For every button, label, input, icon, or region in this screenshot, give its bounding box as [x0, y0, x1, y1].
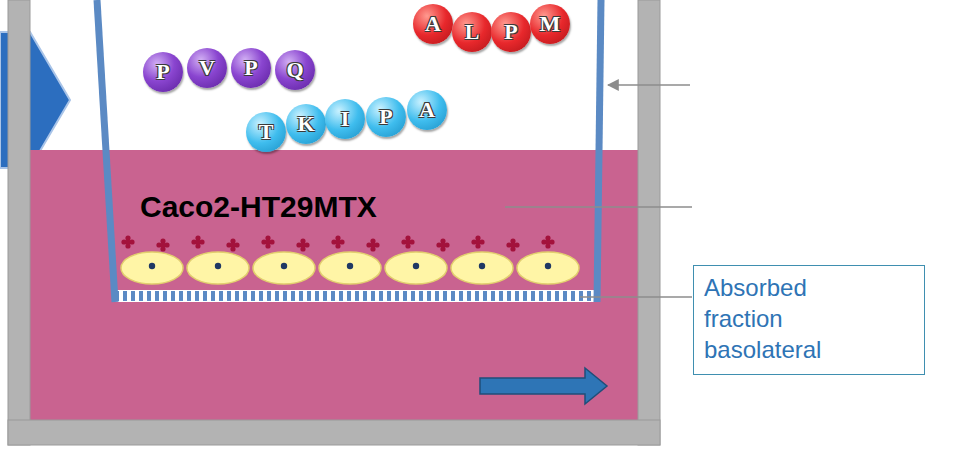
basolateral-medium [30, 150, 638, 420]
amino-acid-bead: M [530, 4, 570, 44]
mucus-dot [440, 242, 445, 247]
amino-acid-bead: T [246, 112, 286, 152]
leader-line [505, 206, 692, 208]
residue-letter: Q [286, 59, 303, 81]
mucus-granule [331, 235, 344, 248]
mucus-dot [510, 242, 515, 247]
residue-letter: P [379, 106, 392, 128]
mucus-granule [541, 235, 554, 248]
amino-acid-bead: A [407, 90, 447, 130]
residue-letter: P [156, 61, 169, 83]
leader-line [608, 84, 690, 86]
mucus-granule [121, 235, 134, 248]
amino-acid-bead: L [452, 12, 492, 52]
mucus-dot [370, 242, 375, 247]
mucus-granule [296, 238, 309, 251]
residue-letter: A [425, 13, 441, 35]
residue-letter: T [259, 121, 274, 143]
mucus-granule [156, 238, 169, 251]
mucus-dot [300, 242, 305, 247]
mucus-dot [545, 239, 550, 244]
cell-nucleus [413, 263, 419, 269]
residue-letter: M [540, 13, 561, 35]
cell-nucleus [215, 263, 221, 269]
amino-acid-bead: P [366, 97, 406, 137]
epithelial-cell [121, 252, 183, 284]
amino-acid-bead: P [491, 12, 531, 52]
mucus-dot [265, 239, 270, 244]
amino-acid-bead: A [413, 4, 453, 44]
epithelial-cell [451, 252, 513, 284]
insert-wall [97, 0, 115, 302]
mucus-dot [335, 239, 340, 244]
amino-acid-bead: Q [275, 50, 315, 90]
epithelial-cell [253, 252, 315, 284]
epithelial-cell [517, 252, 579, 284]
mucus-dot [405, 239, 410, 244]
amino-acid-bead: V [187, 48, 227, 88]
epithelial-cell [319, 252, 381, 284]
cell-nucleus [347, 263, 353, 269]
amino-acid-bead: K [286, 104, 326, 144]
mucus-dot [125, 239, 130, 244]
mucus-dot [195, 239, 200, 244]
mucus-dot [160, 242, 165, 247]
cell-nucleus [149, 263, 155, 269]
residue-letter: A [419, 99, 435, 121]
insert-wall [597, 0, 601, 302]
mucus-granule [436, 238, 449, 251]
residue-letter: V [199, 57, 215, 79]
mucus-granule [506, 238, 519, 251]
residue-letter: L [465, 21, 480, 43]
cell-layer-label: Caco2-HT29MTX [140, 190, 377, 223]
cell-nucleus [479, 263, 485, 269]
mucus-granule [191, 235, 204, 248]
membrane-pores [115, 291, 597, 301]
mucus-layer [121, 235, 554, 251]
mucus-granule [226, 238, 239, 251]
mucus-dot [230, 242, 235, 247]
mucus-dot [475, 239, 480, 244]
membrane [115, 290, 597, 302]
residue-letter: I [341, 108, 350, 130]
mucus-granule [366, 238, 379, 251]
amino-acid-bead: I [325, 99, 365, 139]
residue-letter: P [504, 21, 517, 43]
amino-acid-bead: P [143, 52, 183, 92]
residue-letter: K [297, 113, 314, 135]
callout-box: Absorbed fraction basolateral [693, 265, 925, 375]
well-bottom [8, 420, 660, 445]
mucus-granule [471, 235, 484, 248]
epithelial-cell [385, 252, 447, 284]
epithelial-cell [187, 252, 249, 284]
mucus-granule [401, 235, 414, 248]
well-wall [8, 0, 30, 445]
transport-arrow [480, 368, 607, 404]
leader-line [580, 296, 692, 298]
callout-text: Absorbed fraction basolateral [704, 272, 844, 366]
cell-layer [121, 252, 579, 284]
well-wall [638, 0, 660, 445]
amino-acid-bead: P [231, 48, 271, 88]
mucus-granule [261, 235, 274, 248]
cell-nucleus [545, 263, 551, 269]
residue-letter: P [244, 57, 257, 79]
cell-nucleus [281, 263, 287, 269]
